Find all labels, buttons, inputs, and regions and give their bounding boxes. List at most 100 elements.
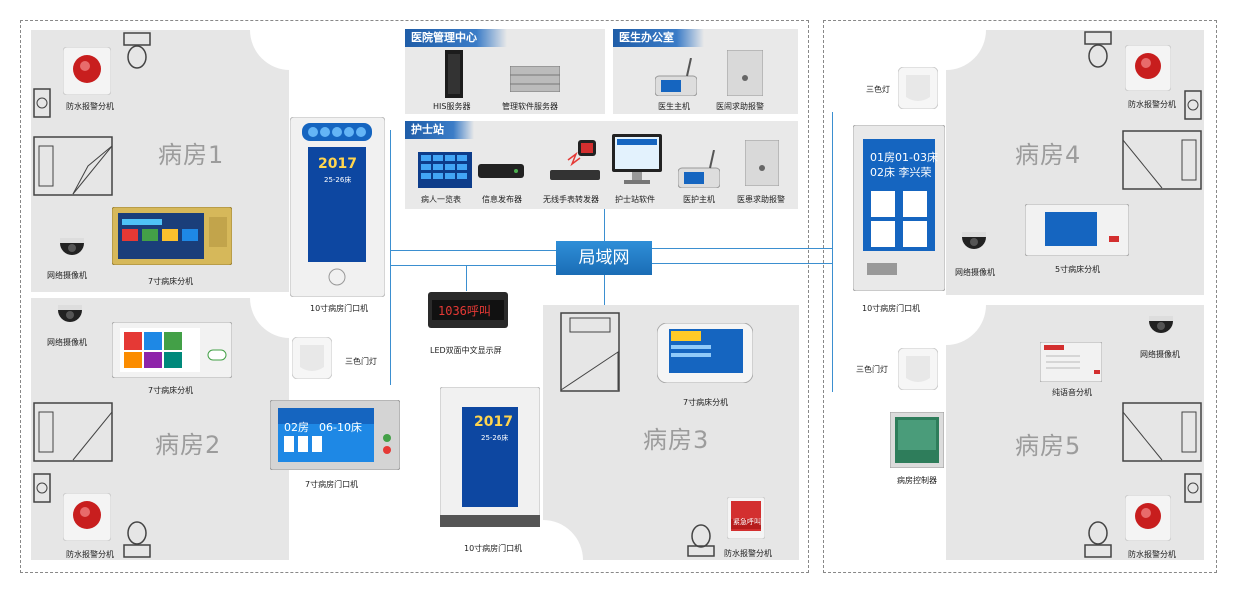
camera-icon (1145, 316, 1177, 342)
room-2-bed-unit-label: 7寸病床分机 (148, 386, 194, 395)
toilet-icon (686, 522, 716, 558)
help-alarm-icon (727, 50, 763, 96)
room-3-alarm-label: 防水报警分机 (724, 549, 772, 558)
controller-label: 病房控制器 (897, 476, 937, 485)
toilet-icon (122, 519, 152, 559)
server-rack-icon (445, 50, 463, 98)
tri-light-a-label: 三色门灯 (345, 357, 377, 366)
tri-light-b-label: 三色灯 (866, 85, 890, 94)
room-5-title: 病房5 (1015, 432, 1082, 460)
alarm-button-icon (63, 47, 111, 95)
door-a-beds: 25-26床 (324, 176, 352, 184)
left-zone-border (20, 20, 809, 573)
line-h-left-top (390, 250, 556, 251)
toilet-icon (1083, 519, 1113, 559)
line-h-right-mid (652, 263, 832, 264)
room-1-title: 病房1 (158, 141, 225, 169)
nurse-software-label: 护士站软件 (615, 195, 655, 204)
room-1-bed-unit-label: 7寸病床分机 (148, 277, 194, 286)
line-v-nurse (604, 205, 605, 241)
toilet-icon (122, 31, 152, 71)
door-unit-10in-a (290, 117, 385, 297)
right-zone-border (823, 20, 1217, 573)
doctor-office-panel: 医生办公室 (613, 29, 798, 114)
watch-forwarder-icon (548, 140, 604, 188)
nurse-host-label: 医护主机 (683, 195, 715, 204)
room-1-camera-label: 网络摄像机 (47, 271, 87, 280)
patient-board-icon (418, 152, 472, 188)
room-4-camera-label: 网络摄像机 (955, 268, 995, 277)
tri-color-light (898, 67, 938, 109)
door-b-year: 2017 (474, 414, 513, 430)
tri-color-light (898, 348, 938, 390)
door-c-label: 10寸病房门口机 (862, 304, 921, 313)
room-4-alarm-label: 防水报警分机 (1128, 100, 1176, 109)
camera-icon (54, 305, 86, 331)
sink-icon (33, 88, 51, 118)
hospital-center-title: 医院管理中心 (405, 29, 507, 47)
info-publisher-icon (478, 160, 524, 182)
patient-alarm-icon (745, 140, 779, 186)
nurse-software-icon (612, 134, 662, 186)
room-3-bed-unit-label: 7寸病床分机 (683, 398, 729, 407)
bed-unit-5in (1025, 204, 1129, 256)
room-5-camera-label: 网络摄像机 (1140, 350, 1180, 359)
room-2-camera-label: 网络摄像机 (47, 338, 87, 347)
bed-icon (1122, 130, 1202, 190)
room-4-bed-unit-label: 5寸病床分机 (1055, 265, 1101, 274)
bed-icon (1122, 402, 1202, 462)
info-publisher-label: 信息发布器 (482, 195, 522, 204)
toilet-icon (1083, 30, 1113, 70)
door-unit-10in-c (853, 125, 945, 291)
tri-color-light (292, 337, 332, 379)
tri-light-c-label: 三色门灯 (856, 365, 888, 374)
door-b-label: 10寸病房门口机 (464, 544, 523, 553)
line-v-room3 (604, 275, 605, 305)
led-label: LED双面中文显示屏 (430, 346, 502, 355)
sink-icon (1184, 90, 1202, 120)
bed-unit-7in (657, 323, 753, 383)
room-2-title: 病房2 (155, 431, 222, 459)
bed-icon (33, 136, 113, 196)
room-1-alarm-label: 防水报警分机 (66, 102, 114, 111)
his-server-label: HIS服务器 (433, 102, 471, 111)
room-5-alarm-label: 防水报警分机 (1128, 550, 1176, 559)
doctor-host-label: 医生主机 (658, 102, 690, 111)
led-display (428, 292, 508, 328)
alarm-button-icon (1125, 495, 1171, 541)
sink-icon (1184, 473, 1202, 503)
door-a-year: 2017 (318, 156, 357, 172)
room-controller-icon (890, 412, 944, 468)
bed-unit-7in (112, 207, 232, 265)
camera-icon (56, 238, 88, 264)
door-7in-beds: 06-10床 (319, 421, 362, 434)
door-b-beds: 25-26床 (481, 434, 509, 442)
rack-server-icon (510, 66, 560, 92)
emergency-call-button (727, 497, 765, 539)
room-5-speaker-label: 纯语音分机 (1052, 388, 1092, 397)
led-text: 1036呼叫 (438, 304, 491, 318)
sink-icon (33, 473, 51, 503)
alarm-button-icon (1125, 45, 1171, 91)
door-7in-room: 02房 (284, 421, 309, 434)
mgmt-server-label: 管理软件服务器 (502, 102, 558, 111)
line-h-left-mid (390, 265, 556, 266)
door-7in-label: 7寸病房门口机 (305, 480, 359, 489)
line-h-right-top (652, 248, 832, 249)
watch-forwarder-label: 无线手表转发器 (543, 195, 599, 204)
door-unit-7in (270, 400, 400, 470)
room-2-alarm-label: 防水报警分机 (66, 550, 114, 559)
door-unit-10in-b (440, 387, 540, 527)
room-3-title: 病房3 (643, 426, 710, 454)
patient-alarm-label: 医患求助报警 (737, 195, 785, 204)
room-4-title: 病房4 (1015, 141, 1082, 169)
line-v-right (832, 112, 833, 392)
nurse-station-title: 护士站 (405, 121, 474, 139)
emergency-call-text: 紧急呼叫 (733, 518, 761, 526)
patient-board-label: 病人一览表 (421, 195, 461, 204)
help-alarm-label: 医闹求助报警 (716, 102, 764, 111)
lan-hub: 局域网 (556, 241, 652, 275)
doctor-host-icon (655, 58, 697, 96)
line-v-left (390, 130, 391, 385)
hospital-center-panel: 医院管理中心 (405, 29, 605, 114)
